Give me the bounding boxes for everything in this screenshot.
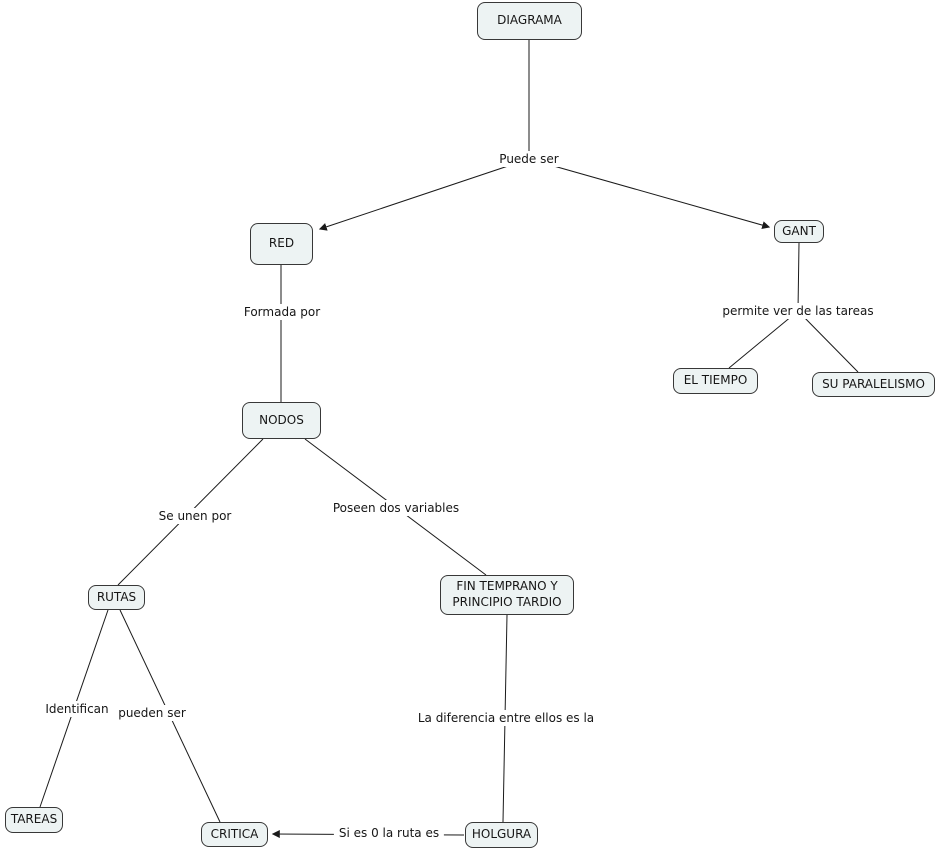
- node-diagrama[interactable]: DIAGRAMA: [477, 2, 582, 40]
- edge-label-formada-por: Formada por: [238, 304, 326, 320]
- node-gant[interactable]: GANT: [774, 220, 824, 243]
- edge-label-pueden-ser: pueden ser: [113, 705, 191, 721]
- node-rutas[interactable]: RUTAS: [88, 585, 145, 610]
- edge-label-identifican: Identifican: [40, 701, 114, 717]
- edge-label-poseen-dos-variables: Poseen dos variables: [327, 500, 465, 516]
- edge-label-si-es-cero: Si es 0 la ruta es: [333, 825, 445, 841]
- node-holgura[interactable]: HOLGURA: [465, 822, 538, 848]
- node-su-paralelismo[interactable]: SU PARALELISMO: [812, 372, 935, 397]
- edge-label-puede-ser: Puede ser: [494, 151, 564, 167]
- node-el-tiempo[interactable]: EL TIEMPO: [673, 368, 758, 394]
- node-tareas[interactable]: TAREAS: [5, 807, 63, 833]
- node-nodos[interactable]: NODOS: [242, 402, 321, 439]
- node-fin-temprano-principio-tardio[interactable]: FIN TEMPRANO Y PRINCIPIO TARDIO: [440, 575, 574, 615]
- edge-label-permite-ver: permite ver de las tareas: [717, 303, 879, 319]
- node-red[interactable]: RED: [250, 223, 313, 265]
- edge-label-la-diferencia: La diferencia entre ellos es la: [412, 710, 600, 726]
- node-critica[interactable]: CRITICA: [201, 822, 268, 847]
- edge-label-se-unen-por: Se unen por: [153, 508, 237, 524]
